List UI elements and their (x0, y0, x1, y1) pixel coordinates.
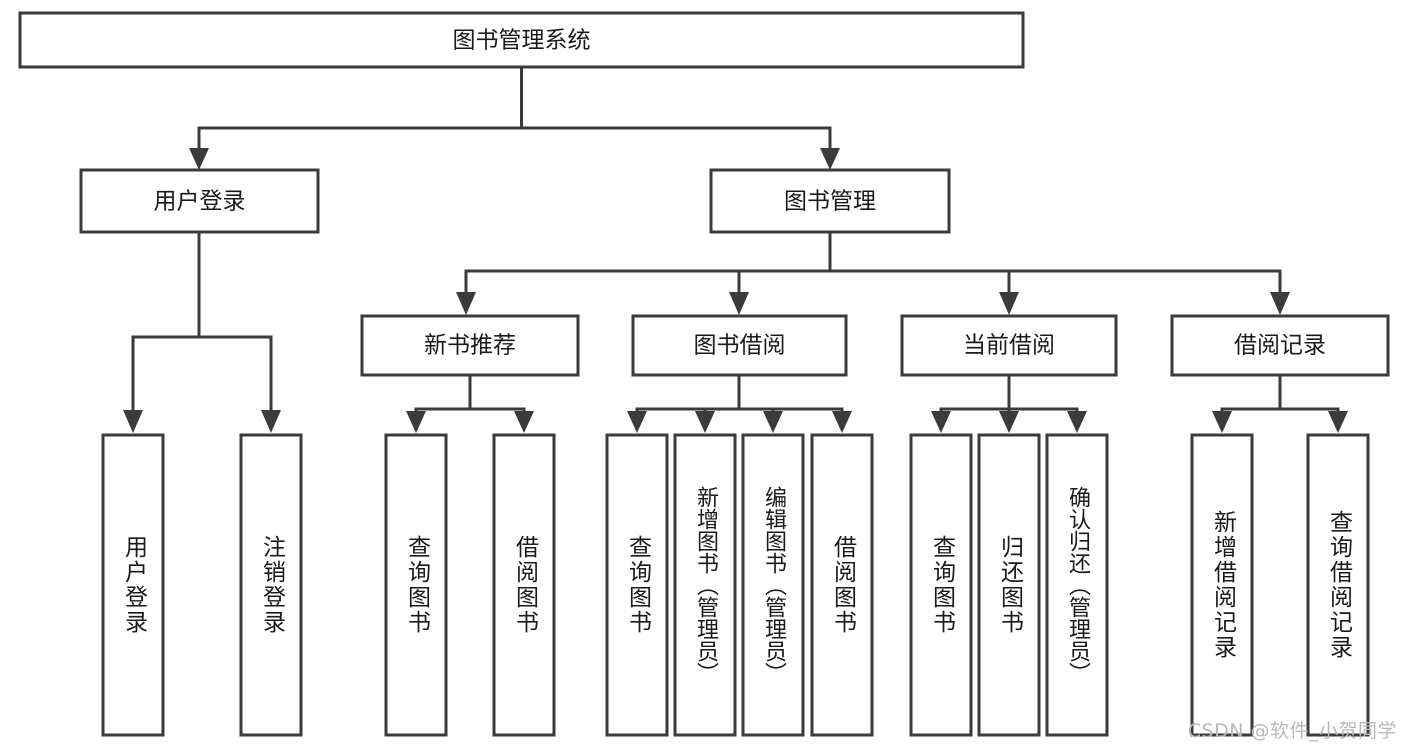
node-user-login-box[interactable] (79, 168, 320, 234)
leaf-box-borrow-record-1[interactable] (1190, 433, 1254, 737)
leaf-box-current-borrow-2[interactable] (977, 433, 1041, 737)
node-borrow-record-label: 借阅记录 (1234, 333, 1326, 359)
connector-group-user-login (123, 230, 281, 433)
leaf-box-current-borrow-3[interactable] (1045, 433, 1109, 737)
connector-group-root (189, 65, 840, 170)
node-borrow-record-box[interactable] (1170, 314, 1390, 377)
node-new-book-rec-label: 新书推荐 (424, 333, 516, 359)
arrow-head-borrow-record-leaf-2 (1328, 411, 1348, 433)
arrow-head-new-book-rec (456, 292, 476, 315)
arrow-head-book-manage (820, 148, 840, 170)
node-user-login-label: 用户登录 (154, 189, 246, 215)
leaf-box-user-login-2[interactable] (239, 433, 303, 737)
leaf-box-new-book-rec-2[interactable] (492, 433, 556, 737)
arrow-head-book-borrow-leaf-3 (763, 411, 783, 433)
arrow-head-borrow-record-leaf-1 (1212, 411, 1232, 433)
leaf-box-book-borrow-4[interactable] (810, 433, 874, 737)
watermark-text: CSDN @软件_小贺同学 (1187, 720, 1397, 742)
node-current-borrow-box[interactable] (900, 314, 1118, 377)
node-book-manage-label: 图书管理 (784, 189, 876, 215)
connector-group-book-manage (456, 230, 1290, 315)
node-book-borrow-box[interactable] (631, 314, 848, 377)
node-new-book-rec-box[interactable] (360, 314, 580, 377)
arrow-head-current-borrow-leaf-3 (1067, 411, 1087, 433)
connector-group-new-book-rec (406, 373, 534, 433)
arrow-head-book-borrow (729, 292, 749, 315)
node-book-manage-box[interactable] (709, 168, 951, 234)
connector-group-book-borrow (627, 373, 852, 433)
arrow-head-book-borrow-leaf-1 (627, 411, 647, 433)
arrow-head-book-borrow-leaf-2 (695, 411, 715, 433)
arrow-head-current-borrow (999, 292, 1019, 315)
arrow-head-borrow-record (1270, 292, 1290, 315)
arrow-head-new-book-rec-leaf-2 (514, 411, 534, 433)
arrow-head-user-login-leaf-1 (123, 410, 143, 433)
leaf-box-borrow-record-2[interactable] (1306, 433, 1370, 737)
leaf-box-book-borrow-2[interactable] (673, 433, 737, 737)
node-current-borrow-label: 当前借阅 (963, 333, 1055, 359)
arrow-head-current-borrow-leaf-1 (931, 411, 951, 433)
node-root-box[interactable] (18, 11, 1025, 69)
arrow-head-new-book-rec-leaf-1 (406, 411, 426, 433)
arrow-head-user-login-leaf-2 (261, 410, 281, 433)
leaf-box-book-borrow-3[interactable] (741, 433, 805, 737)
connector-group-borrow-record (1212, 373, 1348, 433)
leaf-box-book-borrow-1[interactable] (605, 433, 669, 737)
leaf-box-current-borrow-1[interactable] (909, 433, 973, 737)
leaf-box-new-book-rec-1[interactable] (384, 433, 448, 737)
node-root-label: 图书管理系统 (453, 28, 591, 54)
arrow-head-user-login (189, 148, 209, 170)
connector-group-current-borrow (931, 373, 1087, 433)
node-book-borrow-label: 图书借阅 (694, 333, 786, 359)
leaf-box-user-login-1[interactable] (101, 433, 165, 737)
arrow-head-book-borrow-leaf-4 (832, 411, 852, 433)
arrow-head-current-borrow-leaf-2 (999, 411, 1019, 433)
